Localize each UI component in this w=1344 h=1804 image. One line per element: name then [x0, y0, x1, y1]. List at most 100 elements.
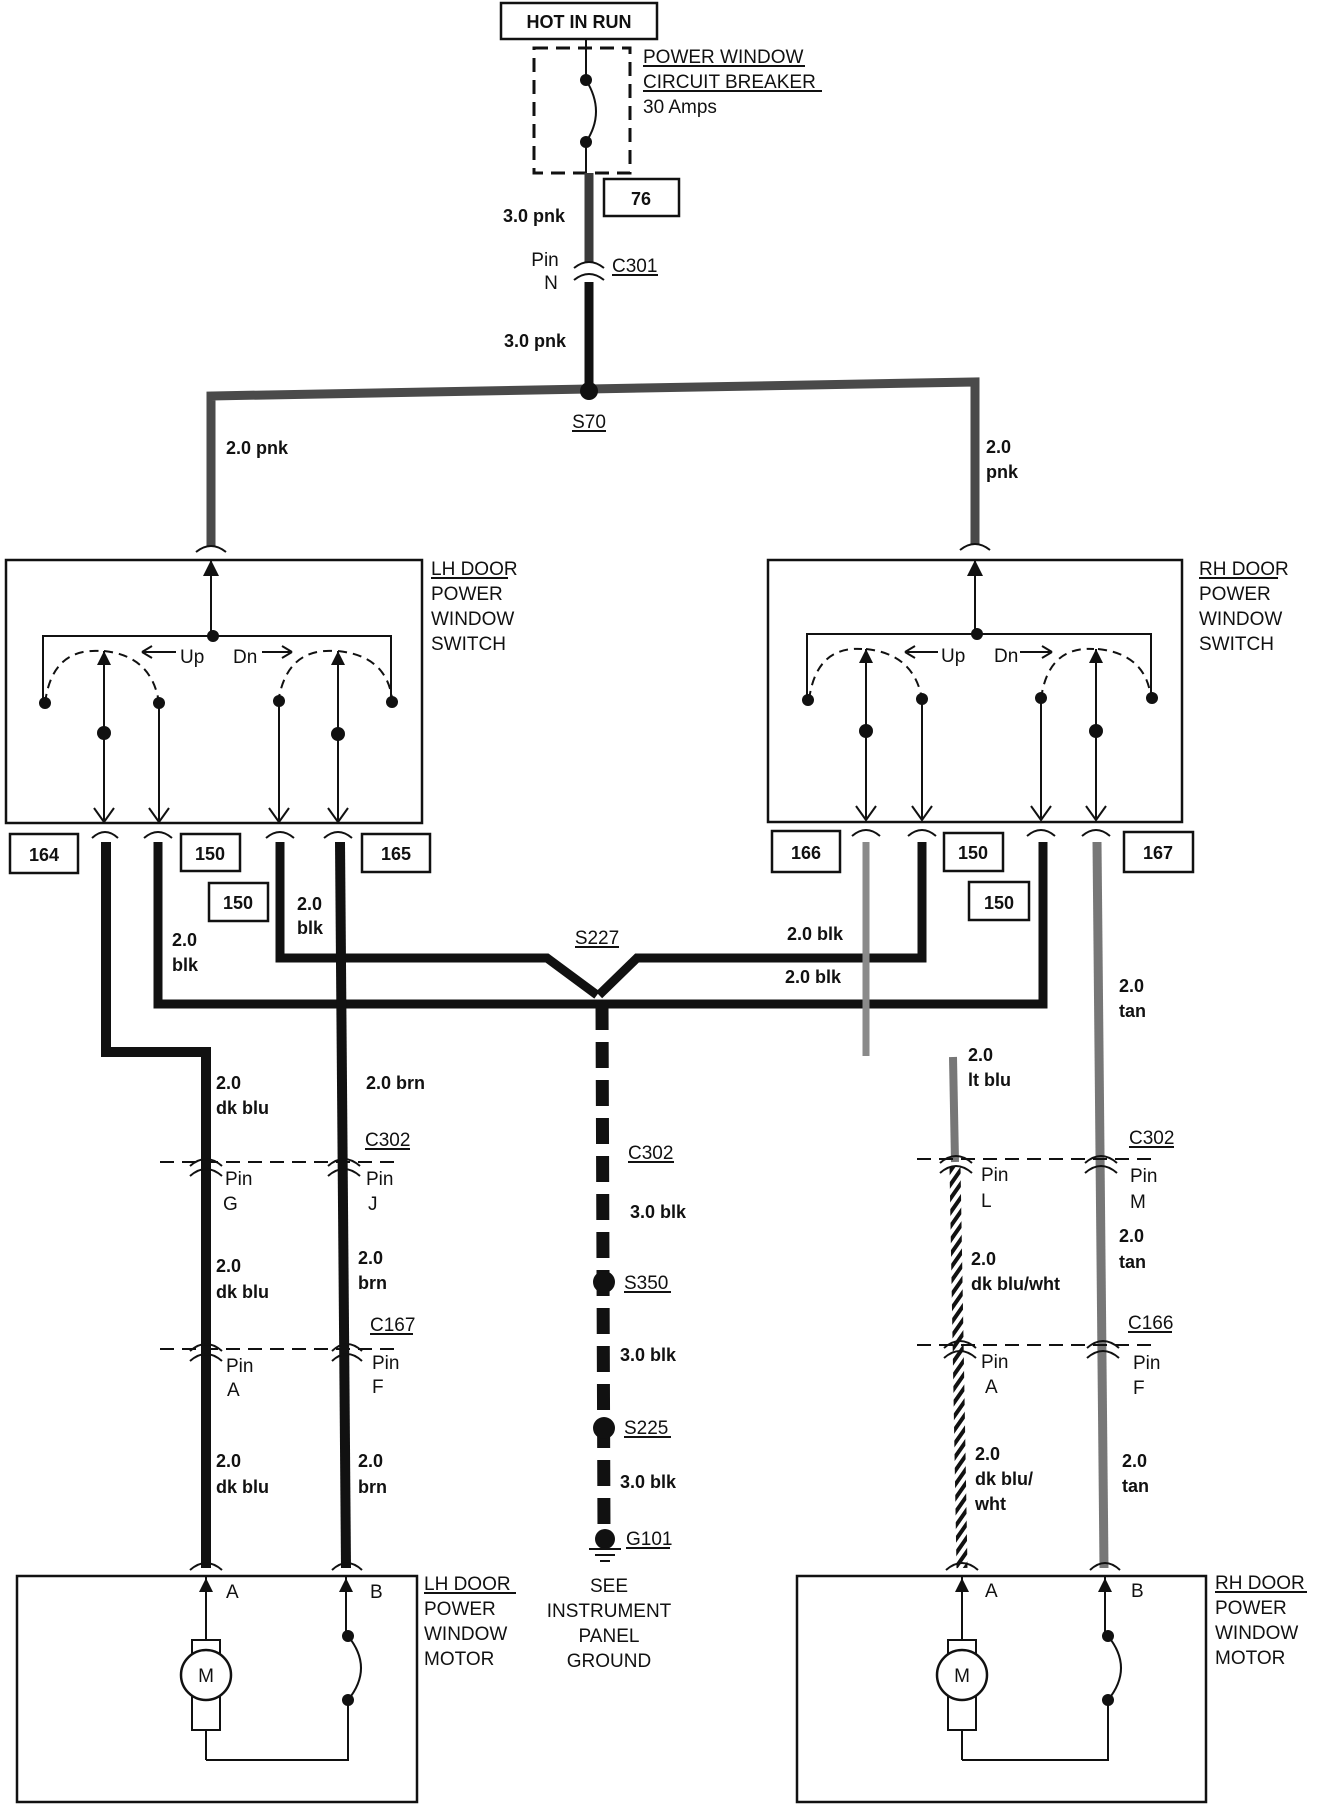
c302-lh-label: C302 [365, 1130, 410, 1151]
lh-switch-dn: Dn [233, 647, 257, 668]
wire-label-2tan-top-2: tan [1119, 1001, 1146, 1021]
pin-a-lh-1: Pin [226, 1356, 253, 1377]
wire-2blk-rh-outer [600, 842, 1048, 1009]
rh-door-motor [795, 1574, 1208, 1804]
splice-s350-dot [593, 1271, 615, 1293]
rh-motor-term-a: A [985, 1581, 998, 1602]
wire-label-2dkbluwht-2a: 2.0 [975, 1444, 1000, 1464]
ref-150-lh-b-text: 150 [223, 893, 253, 913]
rh-switch-label-2: POWER [1199, 584, 1271, 605]
wire-label-2tan-top-1: 2.0 [1119, 976, 1144, 996]
wire-2brn-lh [335, 841, 351, 1569]
lh-motor-label-1: LH DOOR [424, 1574, 511, 1595]
pin-a-rh-2: A [985, 1377, 998, 1398]
wire-label-3blk-1: 3.0 blk [630, 1202, 687, 1222]
ref-164-text: 164 [29, 845, 59, 865]
pin-f-rh-2: F [1133, 1378, 1145, 1399]
lh-motor-m: M [198, 1666, 214, 1687]
wire-label-2brn-2b: brn [358, 1273, 387, 1293]
lh-switch-label-1: LH DOOR [431, 559, 518, 580]
wire-2ltblu-rh [949, 1056, 959, 1163]
ref-150-rh-a-text: 150 [958, 843, 988, 863]
circuit-breaker-box [532, 46, 632, 175]
ref-76-box [602, 177, 681, 218]
ground-note-1: SEE [590, 1576, 628, 1597]
wire-label-2dkblu-2a: 2.0 [216, 1256, 241, 1276]
rh-switch-label-4: SWITCH [1199, 634, 1274, 655]
ref-150-rh-a [942, 831, 1005, 873]
pin-m-1: Pin [1130, 1166, 1157, 1187]
splice-s70-dot [580, 382, 598, 400]
splice-s350: S350 [624, 1273, 668, 1294]
wire-label-2pnk-left: 2.0 pnk [226, 438, 289, 458]
ref-166 [770, 829, 842, 874]
rh-motor-label-3: WINDOW [1215, 1623, 1298, 1644]
wire-2blk-lh-outer [153, 842, 600, 1009]
ground-note-2: INSTRUMENT [547, 1601, 672, 1622]
wire-2blk-rh-inner [595, 842, 927, 999]
wire-label-2dkblu-3b: dk blu [216, 1477, 269, 1497]
wire-label-2dkbluwht-2b: dk blu/ [975, 1469, 1033, 1489]
rh-door-switch: Up Dn [766, 558, 1184, 824]
wire-label-2brn-3b: brn [358, 1477, 387, 1497]
rh-motor-m: M [954, 1666, 970, 1687]
splice-s70: S70 [572, 412, 606, 433]
wire-label-2blk-l1-1: 2.0 [172, 930, 197, 950]
ground-note-3: PANEL [579, 1626, 640, 1647]
pin-l-1: Pin [981, 1165, 1008, 1186]
splice-s225-dot [593, 1417, 615, 1439]
breaker-label-2: CIRCUIT BREAKER [643, 72, 816, 93]
hot-in-run-box [499, 1, 659, 41]
rh-motor-term-b: B [1131, 1581, 1144, 1602]
rh-motor-label-2: POWER [1215, 1598, 1287, 1619]
breaker-label-1: POWER WINDOW [643, 47, 803, 68]
wire-label-2dkbluwht-1a: 2.0 [971, 1249, 996, 1269]
rh-switch-label-1: RH DOOR [1199, 559, 1289, 580]
wire-label-2tan-bot-1: 2.0 [1122, 1451, 1147, 1471]
splice-s225: S225 [624, 1418, 668, 1439]
rh-switch-dn: Dn [994, 646, 1018, 667]
wire-label-2blk-r2: 2.0 blk [785, 967, 842, 987]
pin-j-2: J [368, 1194, 378, 1215]
wire-label-2brn-2a: 2.0 [358, 1248, 383, 1268]
wire-label-3pnk-b: 3.0 pnk [504, 331, 567, 351]
wire-2dkbluwht-rh [949, 1165, 968, 1569]
wire-label-2ltblu-2: lt blu [968, 1070, 1011, 1090]
wire-label-2dkblu-1b: dk blu [216, 1098, 269, 1118]
wire-label-2brn-1: 2.0 brn [366, 1073, 425, 1093]
pin-a-lh-2: A [227, 1380, 240, 1401]
lh-motor-label-4: MOTOR [424, 1649, 494, 1670]
wire-2pnk-right [588, 377, 980, 544]
c301-connector [573, 261, 605, 281]
ref-150-lh-a [179, 832, 242, 873]
pin-j-1: Pin [366, 1169, 393, 1190]
lh-motor-term-b: B [370, 1582, 383, 1603]
lh-door-switch: Up Dn [4, 558, 424, 825]
wire-2tan-rh [1092, 841, 1109, 1569]
rh-motor-symbol [935, 1648, 989, 1702]
lh-switch-up: Up [180, 647, 204, 668]
wire-label-2dkblu-2b: dk blu [216, 1282, 269, 1302]
ref-150-rh-b [967, 880, 1031, 922]
pin-g-2: G [223, 1194, 238, 1215]
wire-label-2dkblu-3a: 2.0 [216, 1451, 241, 1471]
c167-label: C167 [370, 1315, 415, 1336]
wire-label-2dkbluwht-2c: wht [974, 1494, 1006, 1514]
c301-label: C301 [612, 256, 657, 277]
ref-167 [1122, 830, 1195, 874]
wire-label-2blk-l1-2: blk [172, 955, 199, 975]
ref-150-lh-b [207, 881, 270, 923]
c302-mid-label: C302 [628, 1143, 673, 1164]
ref-166-text: 166 [791, 843, 821, 863]
ground-note-4: GROUND [567, 1651, 651, 1672]
wire-3blk-ground [595, 1003, 611, 1535]
lh-motor-label-2: POWER [424, 1599, 496, 1620]
lh-motor-symbol [179, 1648, 233, 1702]
wire-label-2blk-r1: 2.0 blk [787, 924, 844, 944]
wire-label-3blk-2: 3.0 blk [620, 1345, 677, 1365]
ground-g101: G101 [626, 1529, 672, 1550]
wire-label-2pnk-right-2: pnk [986, 462, 1019, 482]
c302-rh-label: C302 [1129, 1128, 1174, 1149]
lh-switch-label-4: SWITCH [431, 634, 506, 655]
